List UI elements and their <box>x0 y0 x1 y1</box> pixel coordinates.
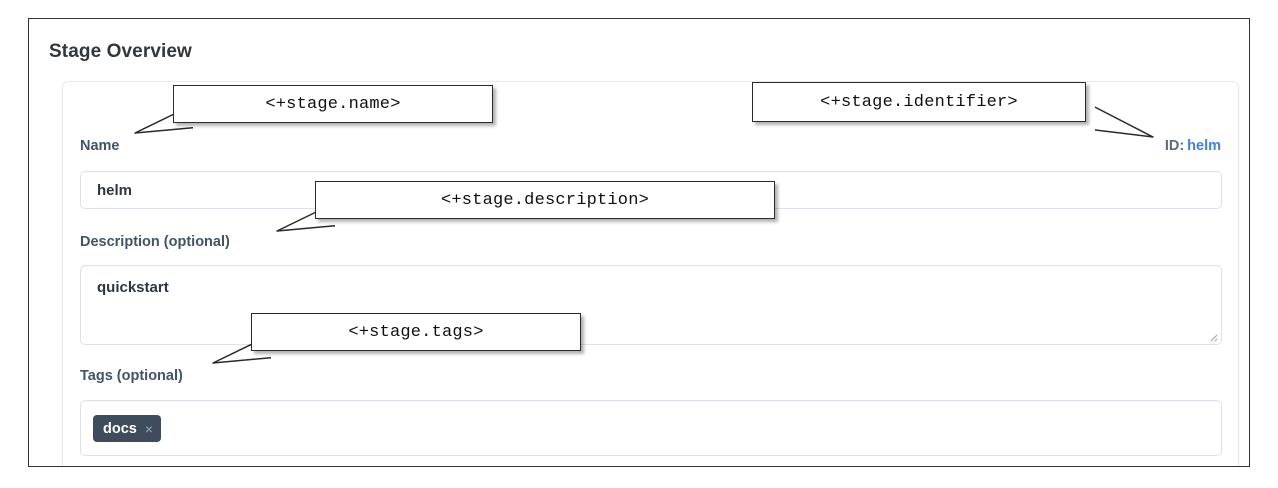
description-textarea-value: quickstart <box>97 279 169 296</box>
callout-stage-name: <+stage.name> <box>173 85 493 123</box>
callout-stage-tags-text: <+stage.tags> <box>348 322 484 342</box>
identifier-key: ID: <box>1164 138 1185 154</box>
callout-stage-description: <+stage.description> <box>315 181 775 219</box>
stage-identifier: ID:helm <box>1165 138 1221 154</box>
resize-handle-icon[interactable] <box>1205 329 1218 342</box>
name-field-label: Name <box>80 138 120 154</box>
callout-stage-description-text: <+stage.description> <box>440 190 650 210</box>
screenshot-frame: Stage Overview Name helm ID:helm Descrip… <box>28 18 1250 467</box>
tag-chip-docs[interactable]: docs × <box>93 415 162 442</box>
callout-stage-identifier-text: <+stage.identifier> <box>820 92 1018 112</box>
callout-stage-tags: <+stage.tags> <box>251 313 581 351</box>
tag-chip-remove-icon[interactable]: × <box>144 420 154 437</box>
callout-tail-stage-identifier <box>1081 99 1154 138</box>
identifier-value[interactable]: helm <box>1187 138 1221 154</box>
tags-input[interactable]: docs × <box>80 400 1222 456</box>
tags-field-label: Tags (optional) <box>80 368 183 384</box>
tag-chip-label: docs <box>103 420 137 437</box>
callout-stage-identifier: <+stage.identifier> <box>752 82 1086 122</box>
stage-overview-card: Name helm ID:helm Description (optional)… <box>62 81 1239 466</box>
page-title: Stage Overview <box>49 41 192 62</box>
callout-stage-name-text: <+stage.name> <box>265 94 401 114</box>
description-field-label: Description (optional) <box>80 234 230 250</box>
